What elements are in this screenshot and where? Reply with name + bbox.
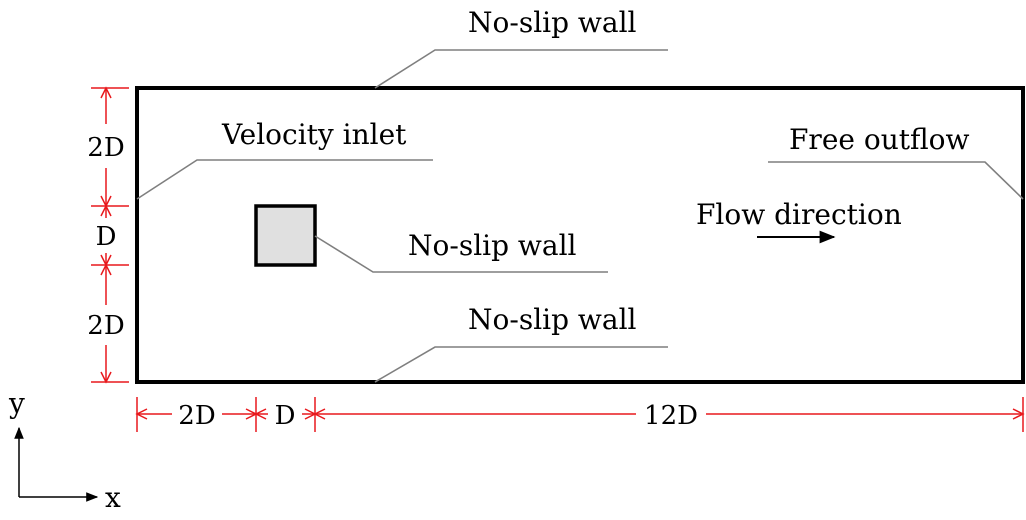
dim-bottom-second: D <box>275 401 296 431</box>
domain-boundary <box>135 86 1025 384</box>
x-axis-label: x <box>105 481 121 514</box>
dim-left-upper: 2D <box>87 133 124 163</box>
leader-lines <box>136 49 1024 383</box>
leader-bottom-wall <box>374 346 668 383</box>
flow-direction-label: Flow direction <box>696 198 902 231</box>
top-wall-label: No-slip wall <box>468 6 637 39</box>
leader-top-wall <box>374 49 668 89</box>
leader-free-outflow <box>768 161 1024 200</box>
dim-left-lower: 2D <box>87 311 124 341</box>
y-axis-label: y <box>8 387 25 420</box>
bottom-wall-label: No-slip wall <box>468 303 637 336</box>
dim-bottom-third: 12D <box>644 401 698 431</box>
dim-left-middle: D <box>96 222 117 252</box>
leader-velocity-inlet <box>136 159 433 200</box>
dim-bottom-first: 2D <box>178 401 215 431</box>
square-obstacle <box>254 204 317 267</box>
cylinder-wall-label: No-slip wall <box>408 229 577 262</box>
leader-cylinder-wall <box>314 235 608 273</box>
velocity-inlet-label: Velocity inlet <box>221 118 407 151</box>
left-dimensions <box>91 86 129 384</box>
coordinate-axes: y x <box>8 387 121 514</box>
bottom-dimensions <box>135 397 1025 432</box>
free-outflow-label: Free outflow <box>789 123 970 156</box>
